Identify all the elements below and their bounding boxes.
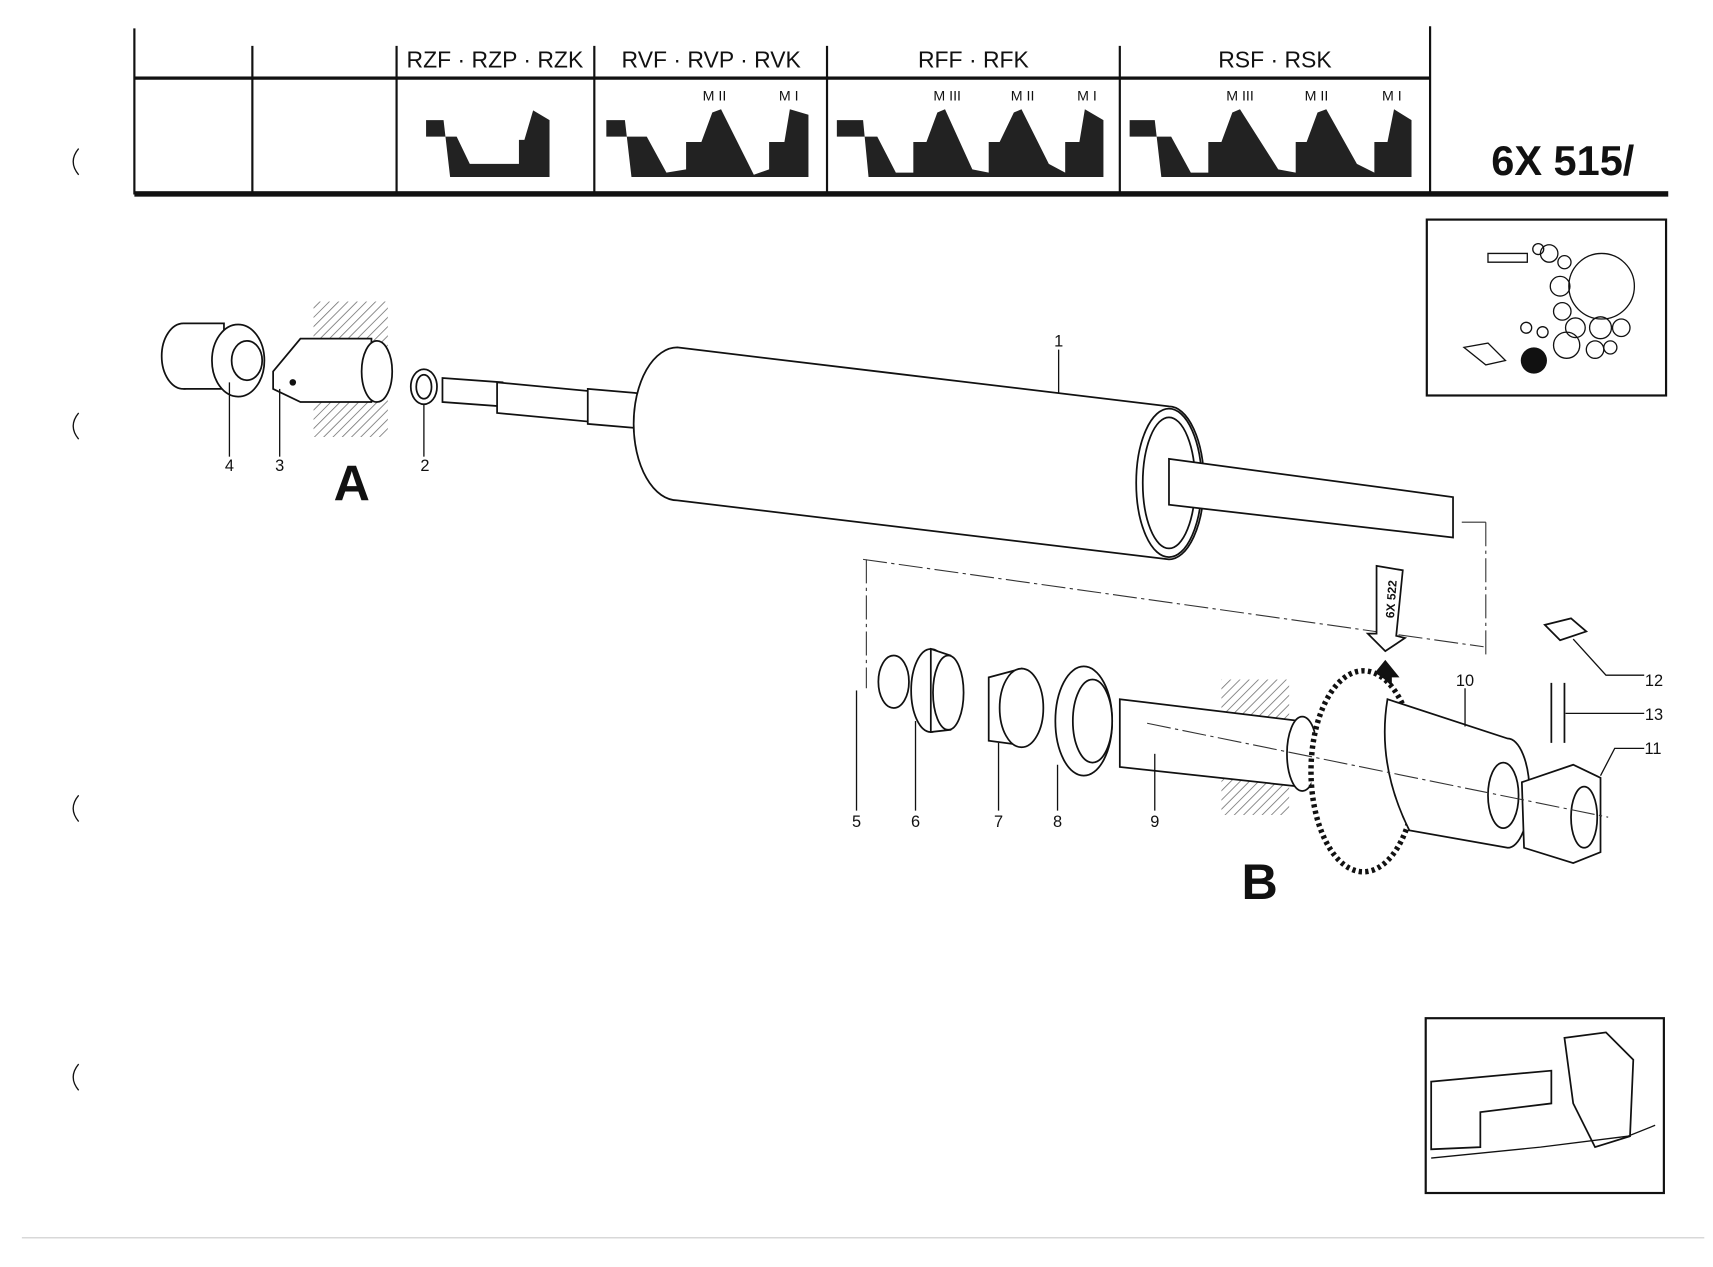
binder-holes <box>72 148 80 1091</box>
column-header-rvf: RVF · RVP · RVK <box>622 47 802 73</box>
callout-9: 9 <box>1150 813 1159 831</box>
callout-3: 3 <box>275 457 284 475</box>
profile-icon <box>606 109 809 177</box>
roller-part-1 <box>632 346 1487 689</box>
callouts: 1 2 3 4 5 6 7 8 9 10 11 12 13 A B <box>225 332 1663 910</box>
mode-label: M I <box>779 89 799 105</box>
header-table: RZF · RZP · RZK RVF · RVP · RVK RFF · RF… <box>133 26 1669 197</box>
callout-4: 4 <box>225 457 234 475</box>
column-header-rsf: RSF · RSK <box>1218 47 1332 73</box>
column-header-rff: RFF · RFK <box>918 47 1030 73</box>
highlighted-roller-dot <box>1520 347 1547 374</box>
mode-label: M I <box>1382 89 1402 105</box>
reference-arrow: 6X 522 <box>1365 564 1408 687</box>
callout-6: 6 <box>911 813 920 831</box>
profile-icon <box>426 110 550 177</box>
callout-7: 7 <box>994 813 1003 831</box>
callout-13: 13 <box>1645 706 1663 724</box>
mode-label: M II <box>1305 89 1329 105</box>
callout-5: 5 <box>852 813 861 831</box>
callout-12: 12 <box>1645 672 1663 690</box>
machine-locator-inset <box>1425 218 1668 397</box>
callout-10: 10 <box>1456 672 1474 690</box>
machine-profile-icons <box>426 109 1412 177</box>
mode-label: M I <box>1077 89 1097 105</box>
assembly-b <box>877 617 1609 875</box>
mode-label: M II <box>1011 89 1035 105</box>
mode-label: M III <box>933 89 961 105</box>
mode-label: M III <box>1226 89 1254 105</box>
mode-label: M II <box>703 89 727 105</box>
callout-2: 2 <box>420 457 429 475</box>
profile-icon <box>1129 109 1412 177</box>
document-id: 6X 515/ <box>1491 137 1635 184</box>
column-header-rzf: RZF · RZP · RZK <box>407 47 584 73</box>
callout-11: 11 <box>1644 740 1661 758</box>
callout-leaders <box>228 349 1645 811</box>
profile-icon <box>836 109 1104 177</box>
callout-8: 8 <box>1053 813 1062 831</box>
detail-inset <box>1424 1017 1665 1195</box>
section-label-b: B <box>1242 854 1278 910</box>
reference-arrow-label: 6X 522 <box>1383 579 1400 618</box>
section-label-a: A <box>334 455 370 511</box>
callout-1: 1 <box>1054 332 1063 350</box>
assembly-a <box>160 301 640 437</box>
